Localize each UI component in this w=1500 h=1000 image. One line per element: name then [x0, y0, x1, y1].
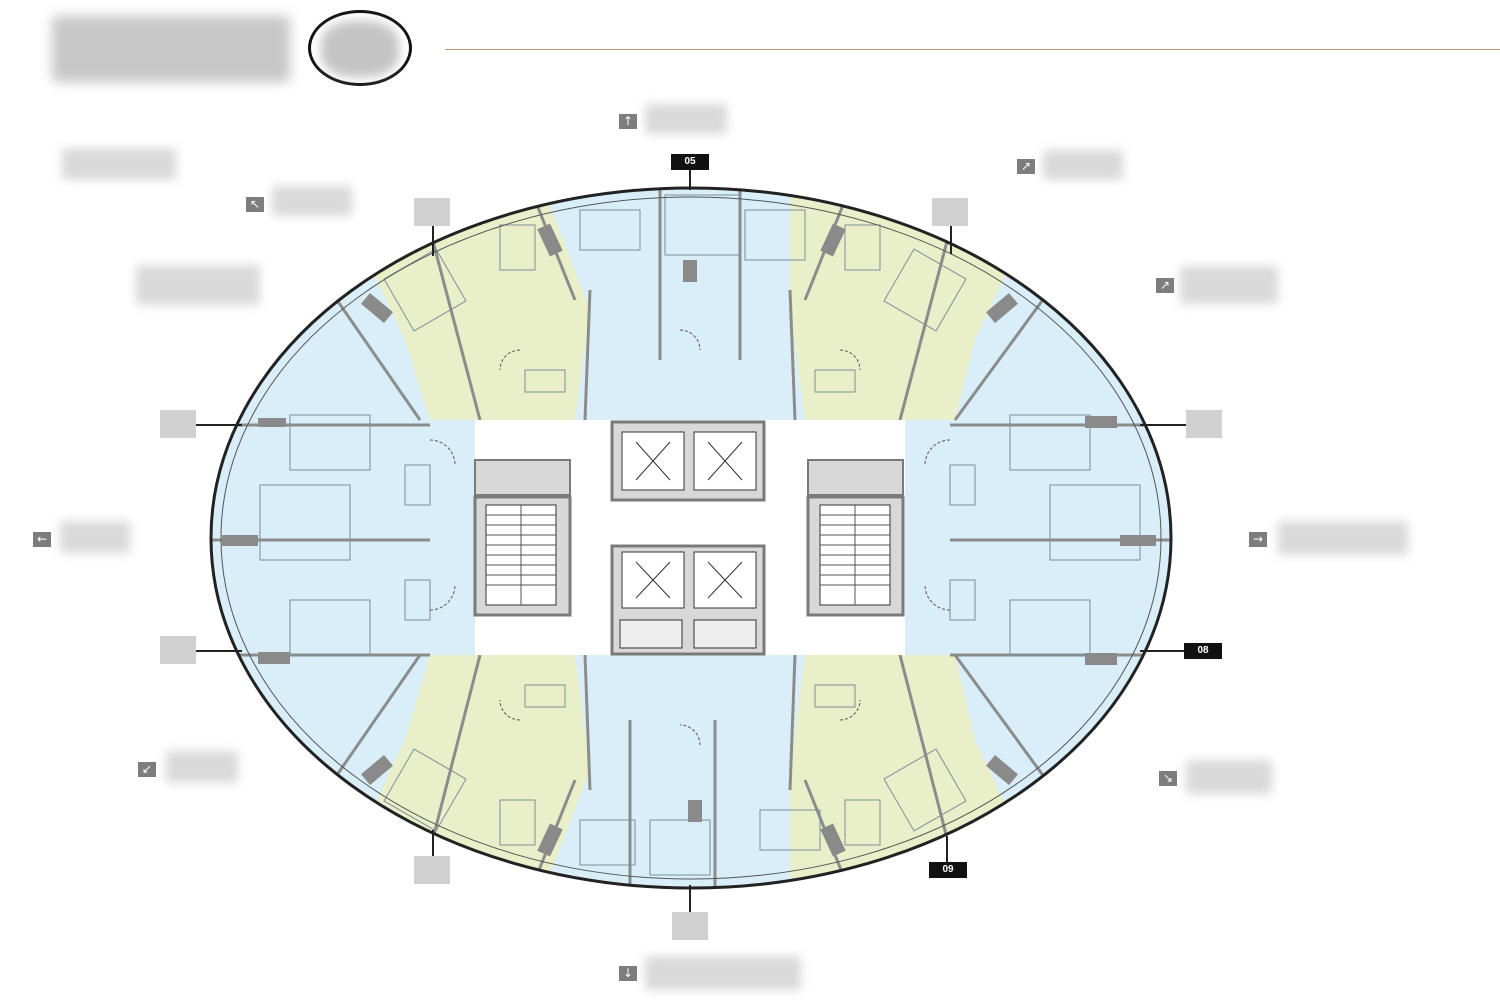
level-marker-circle — [308, 10, 412, 86]
room-details — [259, 194, 1141, 876]
view-label-west-upper — [136, 265, 260, 305]
door-swings — [429, 329, 951, 746]
view-label-east-upper — [1180, 266, 1278, 304]
arrow-northwest-icon: ↖ — [246, 197, 264, 212]
view-label-southeast — [1186, 760, 1272, 794]
arrow-southwest-icon: ↙ — [138, 762, 156, 777]
page-title-redacted — [52, 16, 290, 82]
unit-callout-nw — [414, 198, 450, 226]
arrow-northeast-icon-2: ↗ — [1156, 278, 1174, 293]
arrow-left-icon: ← — [33, 532, 51, 547]
callout-leader — [1140, 424, 1186, 426]
view-label-west — [60, 521, 130, 553]
view-label-southwest — [166, 751, 238, 783]
callout-leader — [196, 424, 242, 426]
facade-outline — [209, 186, 1173, 890]
arrow-down-icon: ↓ — [619, 966, 637, 981]
level-marker-redacted — [321, 21, 399, 77]
callout-leader — [946, 836, 948, 862]
arrow-northeast-icon: ↗ — [1017, 159, 1035, 174]
callout-leader — [950, 226, 952, 254]
callout-leader — [432, 226, 434, 256]
unit-tag-09: 09 — [929, 862, 967, 878]
facade-inner-line — [220, 196, 1162, 880]
view-label-north — [645, 104, 727, 134]
window-slots — [222, 223, 1156, 857]
arrow-southeast-icon: ↘ — [1159, 771, 1177, 786]
view-label-east — [1278, 521, 1408, 555]
unit-callout-e-upper — [1186, 410, 1222, 438]
arrow-up-icon: ↑ — [619, 114, 637, 129]
unit-callout-w-lower — [160, 636, 196, 664]
view-label-south — [645, 956, 801, 990]
unit-callout-sw — [414, 856, 450, 884]
header-rule — [445, 49, 1500, 50]
unit-tag-05: 05 — [671, 154, 709, 170]
callout-leader — [689, 170, 691, 190]
callout-leader — [1140, 650, 1184, 652]
unit-tag-08: 08 — [1184, 643, 1222, 659]
callout-leader — [196, 650, 242, 652]
central-core — [473, 420, 905, 656]
view-label-northwest-far — [62, 148, 176, 180]
unit-callout-s — [672, 912, 708, 940]
arrow-right-icon: → — [1249, 532, 1267, 547]
callout-leader — [689, 885, 691, 912]
unit-callout-ne — [932, 198, 968, 226]
unit-callout-w-upper — [160, 410, 196, 438]
view-label-northeast — [1043, 150, 1123, 180]
view-label-northwest — [272, 186, 352, 216]
callout-leader — [432, 830, 434, 856]
